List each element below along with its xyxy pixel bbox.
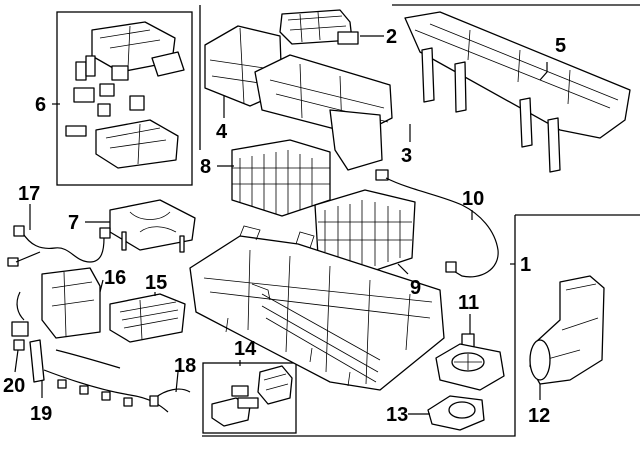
callout-1: 1 — [520, 254, 531, 276]
fan-housing-13 — [427, 395, 485, 431]
wire-18 — [149, 388, 191, 407]
group-frame-top — [199, 4, 640, 150]
junction-box-15 — [109, 293, 186, 343]
callout-5: 5 — [555, 35, 566, 57]
control-module-16 — [41, 267, 101, 339]
battery-cover — [204, 25, 393, 171]
callout-6: 6 — [35, 94, 46, 116]
air-duct-12 — [529, 275, 605, 385]
callout-7: 7 — [68, 212, 79, 234]
callout-16: 16 — [104, 267, 126, 289]
wire-harness-19 — [29, 339, 169, 413]
group-box-6 — [56, 11, 193, 186]
battery-tray-housing — [189, 225, 445, 391]
callout-9: 9 — [410, 277, 421, 299]
callout-3: 3 — [401, 145, 412, 167]
upper-frame-rail — [404, 11, 631, 173]
battery-module-right — [314, 189, 416, 273]
fan-motor-11 — [435, 333, 505, 391]
group-box-14 — [202, 362, 297, 434]
callout-12: 12 — [528, 405, 550, 427]
sensor-cable — [375, 169, 499, 278]
callout-18: 18 — [174, 355, 196, 377]
callout-20: 20 — [3, 375, 25, 397]
callout-2: 2 — [386, 26, 397, 48]
callout-15: 15 — [145, 272, 167, 294]
battery-module-left — [231, 139, 331, 217]
top-module — [279, 9, 359, 45]
group-frame-1 — [202, 214, 640, 437]
callout-11: 11 — [458, 292, 479, 314]
callout-14: 14 — [234, 338, 257, 360]
fuse-kit-14 — [211, 365, 293, 427]
callout-10: 10 — [462, 188, 484, 210]
bracket — [109, 199, 196, 253]
callout-19: 19 — [30, 403, 52, 425]
callout-17: 17 — [18, 183, 40, 205]
connector-20 — [11, 291, 29, 351]
callout-4: 4 — [216, 121, 228, 143]
callout-8: 8 — [200, 156, 211, 178]
fuse-box-assembly — [65, 21, 185, 169]
callout-13: 13 — [386, 404, 408, 426]
wire-harness-17 — [7, 225, 111, 267]
